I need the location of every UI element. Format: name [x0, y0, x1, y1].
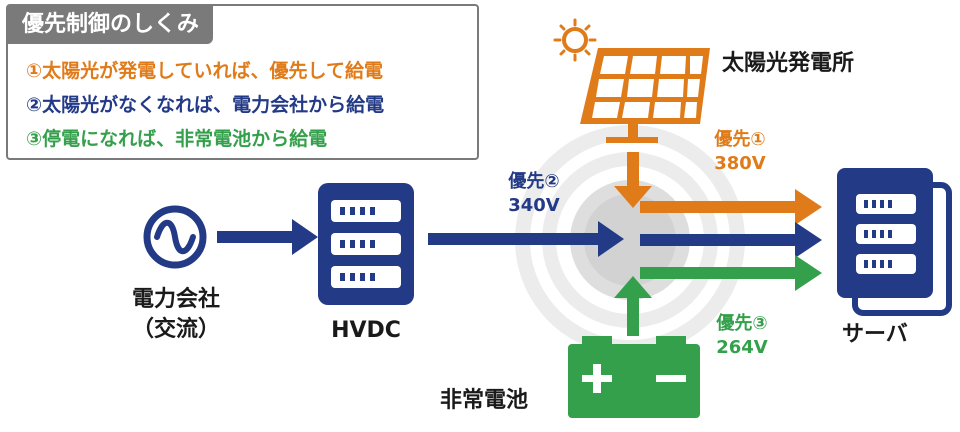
server-label: サーバ	[842, 322, 908, 347]
priority-solar-rank: 優先①	[714, 129, 766, 150]
priority-solar: 優先① 380V	[700, 128, 780, 176]
priority-solar-voltage: 380V	[714, 153, 766, 174]
priority-hvdc-voltage: 340V	[508, 195, 560, 216]
legend-rule-utility: ②太陽光がなくなれば、電力会社から給電	[26, 94, 385, 116]
priority-battery: 優先③ 264V	[702, 312, 782, 360]
sun-icon	[553, 18, 597, 62]
legend-title: 優先制御のしくみ	[8, 6, 213, 44]
priority-hvdc-rank: 優先②	[508, 171, 560, 192]
ac-source-icon	[143, 205, 207, 269]
utility-label: 電力会社 （交流）	[110, 285, 242, 345]
priority-battery-rank: 優先③	[716, 313, 768, 334]
legend-rule-solar: ①太陽光が発電していれば、優先して給電	[26, 60, 383, 82]
legend-box: 優先制御のしくみ ①太陽光が発電していれば、優先して給電 ②太陽光がなくなれば、…	[6, 4, 479, 160]
utility-label-type: （交流）	[131, 317, 220, 342]
junction-rings	[515, 125, 745, 355]
arrow-battery-up	[614, 276, 652, 336]
priority-hvdc: 優先② 340V	[494, 170, 574, 218]
arrow-solar-down	[614, 152, 652, 208]
utility-label-name: 電力会社	[131, 287, 220, 312]
priority-battery-voltage: 264V	[716, 337, 768, 358]
arrow-battery-to-server	[640, 255, 822, 291]
arrow-utility-to-hvdc	[217, 219, 318, 255]
hvdc-label: HVDC	[331, 318, 401, 343]
arrow-hvdc-to-junction	[428, 221, 624, 257]
battery-label: 非常電池	[440, 388, 529, 413]
arrow-hvdc-to-server	[640, 222, 822, 258]
solar-panel-icon	[553, 18, 710, 143]
hvdc-rack-icon	[318, 183, 414, 305]
arrow-solar-to-server	[640, 189, 822, 225]
solar-label: 太陽光発電所	[722, 51, 855, 76]
battery-icon	[568, 336, 700, 418]
server-icon	[837, 168, 952, 316]
legend-rule-battery: ③停電になれば、非常電池から給電	[26, 128, 328, 150]
